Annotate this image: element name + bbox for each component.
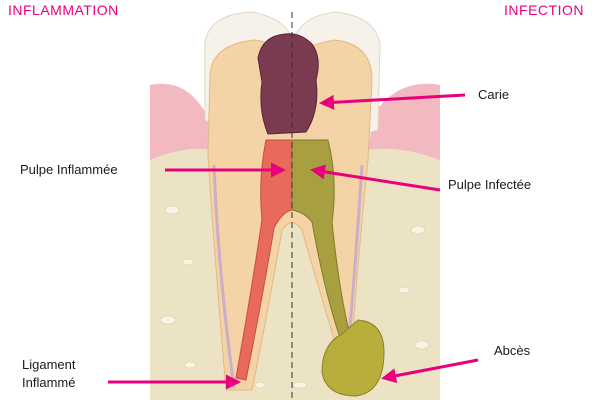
gum-left — [150, 83, 215, 160]
label-ligament: Ligament Inflammé — [22, 356, 75, 392]
bone-texture — [159, 205, 430, 389]
label-carie: Carie — [478, 87, 510, 102]
label-ligament-line1: Ligament — [22, 357, 76, 372]
caries-cavity — [257, 33, 319, 135]
label-ligament-line2: Inflammé — [22, 375, 76, 390]
abscess — [321, 319, 385, 397]
label-pulpe-infectee: Pulpe Infectée — [448, 177, 532, 192]
arrow-abces — [381, 358, 479, 384]
arrow-carie — [319, 93, 466, 110]
root-lining-left — [212, 164, 236, 389]
label-pulpe-inflammee: Pulpe Inflammée — [20, 162, 118, 177]
arrow-pulpe-infectee — [310, 164, 441, 192]
pulp-inflamed — [235, 139, 293, 381]
gum-right — [368, 83, 440, 160]
pointer-arrows — [108, 93, 479, 390]
header-infection: INFECTION — [504, 2, 584, 18]
label-abces: Abcès — [494, 343, 531, 358]
header-inflammation: INFLAMMATION — [8, 2, 119, 18]
